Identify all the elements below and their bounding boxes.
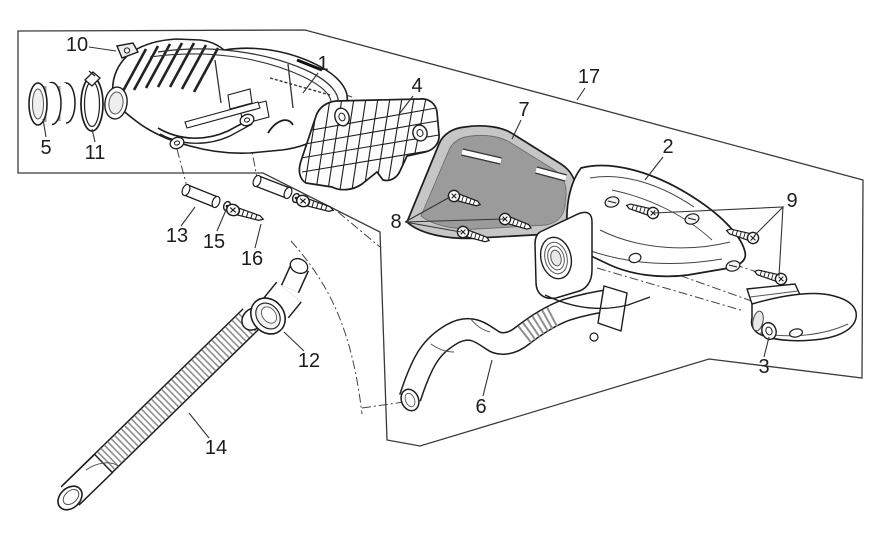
part-label-3[interactable]: 3 bbox=[758, 356, 770, 378]
part-2-airbox-cover bbox=[534, 164, 747, 310]
part-label-1[interactable]: 1 bbox=[317, 53, 329, 75]
part-1-airbox-housing bbox=[104, 38, 349, 154]
part-label-11[interactable]: 11 bbox=[84, 142, 106, 164]
part-16-screws bbox=[224, 192, 336, 226]
part-3-snorkel bbox=[746, 283, 858, 342]
leader-lines bbox=[42, 46, 785, 439]
part-label-8[interactable]: 8 bbox=[390, 211, 402, 233]
part-label-14[interactable]: 14 bbox=[204, 437, 228, 459]
part-12-elbow bbox=[250, 257, 310, 335]
part-6-air-duct bbox=[399, 285, 628, 412]
part-label-5[interactable]: 5 bbox=[40, 137, 52, 159]
part-label-4[interactable]: 4 bbox=[411, 75, 423, 97]
part-label-7[interactable]: 7 bbox=[518, 99, 530, 121]
part-11-clamp-ring bbox=[80, 70, 104, 132]
part-label-16[interactable]: 16 bbox=[240, 248, 264, 270]
part-7-filter-element bbox=[405, 124, 577, 240]
part-4-filter-grid bbox=[298, 98, 440, 191]
part-13-spacer-tubes bbox=[181, 174, 293, 209]
part-label-6[interactable]: 6 bbox=[475, 396, 487, 418]
part-17-outline-border bbox=[17, 29, 864, 447]
part-label-10[interactable]: 10 bbox=[65, 34, 89, 56]
part-10-clip bbox=[116, 42, 140, 59]
part-label-15[interactable]: 15 bbox=[202, 231, 226, 253]
part-5-sleeve bbox=[28, 81, 76, 126]
part-label-13[interactable]: 13 bbox=[165, 225, 189, 247]
part-label-2[interactable]: 2 bbox=[662, 136, 674, 158]
part-label-9[interactable]: 9 bbox=[786, 190, 798, 212]
part-14-corrugated-hose bbox=[57, 307, 265, 511]
part-label-17[interactable]: 17 bbox=[577, 66, 601, 88]
part-label-12[interactable]: 12 bbox=[297, 350, 321, 372]
